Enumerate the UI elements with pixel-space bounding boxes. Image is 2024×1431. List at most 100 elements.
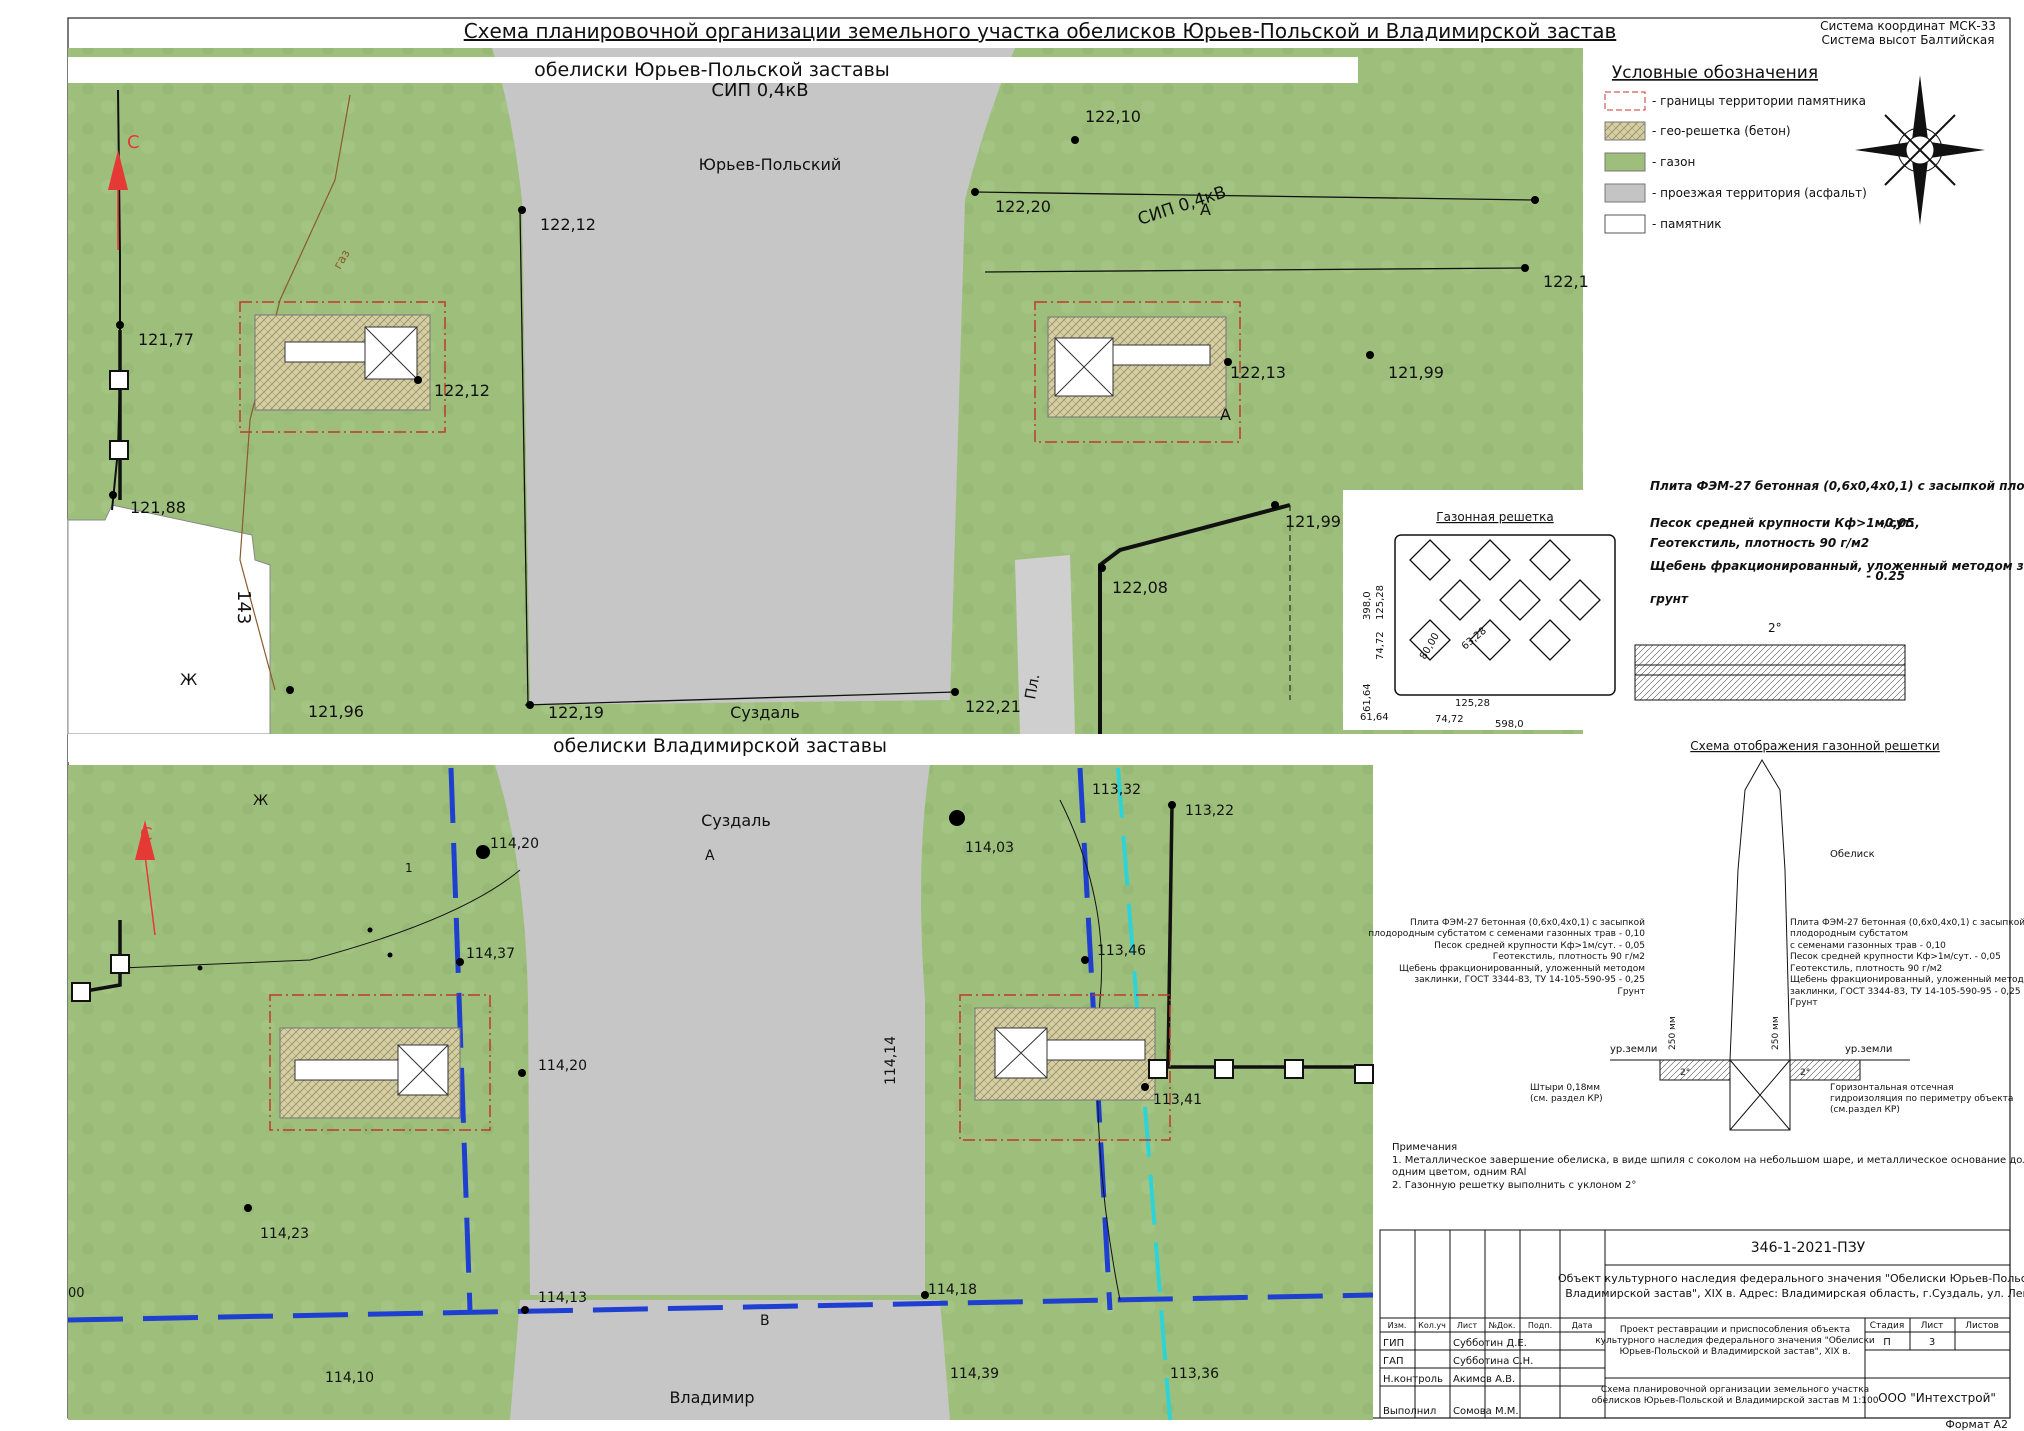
bottom-map [67,765,1374,1421]
layer-value: -0,05 [1880,516,1915,530]
svg-text:с семенами газонных трав - 0,1: с семенами газонных трав - 0,10 [1790,941,1946,951]
svg-text:Геотекстиль, плотность 90 г/м2: Геотекстиль, плотность 90 г/м2 [1790,964,1942,974]
slope-label: 2° [1768,621,1782,635]
elevation-mark: 121,96 [308,702,364,721]
svg-text:Субботин Д.Е.: Субботин Д.Е. [1453,1338,1527,1349]
svg-text:Изм.: Изм. [1388,1321,1407,1330]
path-label: Пл. [1021,672,1043,700]
section-left-layers: Плита ФЭМ-27 бетонная (0,6х0,4х0,1) с за… [1368,918,1645,997]
parcel-letter: А [705,848,715,864]
elevation-mark: 122,12 [540,215,596,234]
legend-item: - газон [1652,155,1695,169]
company-name: ООО "Интехстрой" [1878,1391,1996,1405]
dimension: 398,0 [1362,591,1373,620]
elevation-mark: 114,39 [950,1366,999,1382]
elevation-mark: 122,19 [548,703,604,722]
elevation-mark: 114,03 [965,840,1014,856]
stamp-columns: Изм. Кол.уч Лист №Док. Подп. Дата [1388,1321,1593,1330]
sheets-header: Листов [1965,1321,1999,1331]
legend-title: Условные обозначения [1612,63,1818,83]
stamp-people: ГИП Субботин Д.Е. ГАП Субботина С.Н. Н.к… [1383,1338,1533,1417]
elevation-mark: 114,18 [928,1282,977,1298]
elevation-mark: 114,14 [883,1036,899,1085]
elevation-mark: 114,13 [538,1290,587,1306]
elevation-mark: 114,37 [466,946,515,962]
dimension: 61,64 [1360,712,1389,723]
pins-label: (см. раздел КР) [1530,1094,1603,1104]
svg-text:Лист: Лист [1457,1321,1478,1330]
sheet-name: обелисков Юрьев-Польской и Владимирской … [1592,1396,1879,1406]
svg-text:Акимов А.В.: Акимов А.В. [1453,1374,1515,1385]
height-system: Система высот Балтийская [1822,33,1995,47]
section-title: Схема отображения газонной решетки [1690,739,1939,753]
elevation-mark: 113,32 [1092,782,1141,798]
elevation-mark: 122,20 [995,197,1051,216]
street-label: Суздаль [730,703,800,722]
dimension: 61,64 [1362,683,1373,712]
sheet-value: 3 [1929,1337,1935,1348]
elevation-mark: 121,99 [1388,363,1444,382]
elevation-mark: 121,99 [1285,512,1341,531]
section-right-layers: Плита ФЭМ-27 бетонная (0,6х0,4х0,1) с за… [1790,918,2024,1008]
elevation-mark: 122,12 [434,381,490,400]
svg-text:Дата: Дата [1572,1321,1593,1330]
project-name: культурного наследия федерального значен… [1595,1336,1875,1346]
hydro-label: гидроизоляция по периметру объекта [1830,1094,2013,1104]
svg-text:Песок средней крупности Кф>1м/: Песок средней крупности Кф>1м/сут. - 0,0… [1790,952,2001,962]
elevation-mark: 122,21 [965,697,1021,716]
layer-value: - 0.25 [1866,569,1905,583]
slope-label: 2° [1680,1068,1690,1078]
elevation-mark: 114,20 [538,1058,587,1074]
svg-text:ГИП: ГИП [1383,1338,1404,1349]
layer-label: Щебень фракционированный, уложенный мето… [1650,559,2024,573]
elevation-mark: 113,41 [1153,1092,1202,1108]
top-map [67,48,1583,735]
svg-text:Сомова М.М.: Сомова М.М. [1453,1406,1519,1417]
legend-item: - гео-решетка (бетон) [1652,124,1791,138]
svg-text:Плита ФЭМ-27 бетонная (0,6х0,4: Плита ФЭМ-27 бетонная (0,6х0,4х0,1) с за… [1410,918,1645,928]
svg-text:Щебень фракционированный, улож: Щебень фракционированный, уложенный мето… [1399,964,1645,974]
elevation-mark: 122,10 [1085,107,1141,126]
slope-label: 2° [1800,1068,1810,1078]
elevation-mark: 113,46 [1097,943,1146,959]
building-number: 143 [233,590,254,624]
svg-text:Щебень фракционированный, улож: Щебень фракционированный, уложенный мето… [1790,975,2024,985]
building-letter: Ж [180,670,197,689]
street-label: Юрьев-Польский [699,155,842,174]
legend-item: - проезжая территория (асфальт) [1652,186,1867,200]
hydro-label: Горизонтальная отсечная [1830,1083,1954,1093]
street-label: Владимир [669,1388,754,1407]
parcel-letter: Ж [253,793,268,809]
elevation-mark: 113,36 [1170,1366,1219,1382]
svg-text:Геотекстиль, плотность 90 г/м2: Геотекстиль, плотность 90 г/м2 [1493,952,1645,962]
svg-text:Выполнил: Выполнил [1383,1406,1436,1417]
elevation-mark: 113,22 [1185,803,1234,819]
sheet-name: Схема планировочной организации земельно… [1601,1385,1869,1395]
dimension: 598,0 [1495,719,1524,730]
compass-rose-icon [1855,75,1985,225]
elevation-mark: 121,77 [138,330,194,349]
pins-label: Штыри 0,18мм [1530,1083,1600,1093]
elevation-mark: 122,1 [1543,272,1589,291]
project-name: Юрьев-Польской и Владимирской застав", X… [1619,1347,1850,1357]
lawn-grid-detail [1343,490,1616,730]
svg-text:Грунт: Грунт [1790,998,1818,1008]
sheet-header: Лист [1921,1321,1944,1331]
stage-header: Стадия [1870,1321,1905,1331]
elevation-mark: 00 [68,1286,85,1301]
note: одним цветом, одним RAl [1392,1167,1526,1178]
dimension: 74,72 [1435,714,1464,725]
format-label: Формат А2 [1945,1418,2008,1431]
depth-label: 250 мм [1668,1016,1678,1050]
hydro-label: (см.раздел КР) [1830,1105,1900,1115]
object-name: Владимирской застав", XIX в. Адрес: Влад… [1565,1287,2024,1300]
layer-label: Песок средней крупности Кф>1м/сут., [1650,516,1920,530]
street-label: Суздаль [701,811,771,830]
svg-text:Субботина С.Н.: Субботина С.Н. [1453,1356,1533,1367]
dimension: 125,28 [1455,698,1490,709]
svg-text:Н.контроль: Н.контроль [1383,1374,1443,1385]
legend-swatches [1604,91,1646,234]
layer-label: Геотекстиль, плотность 90 г/м2 [1650,536,1869,550]
parcel-letter: А [1200,200,1211,219]
